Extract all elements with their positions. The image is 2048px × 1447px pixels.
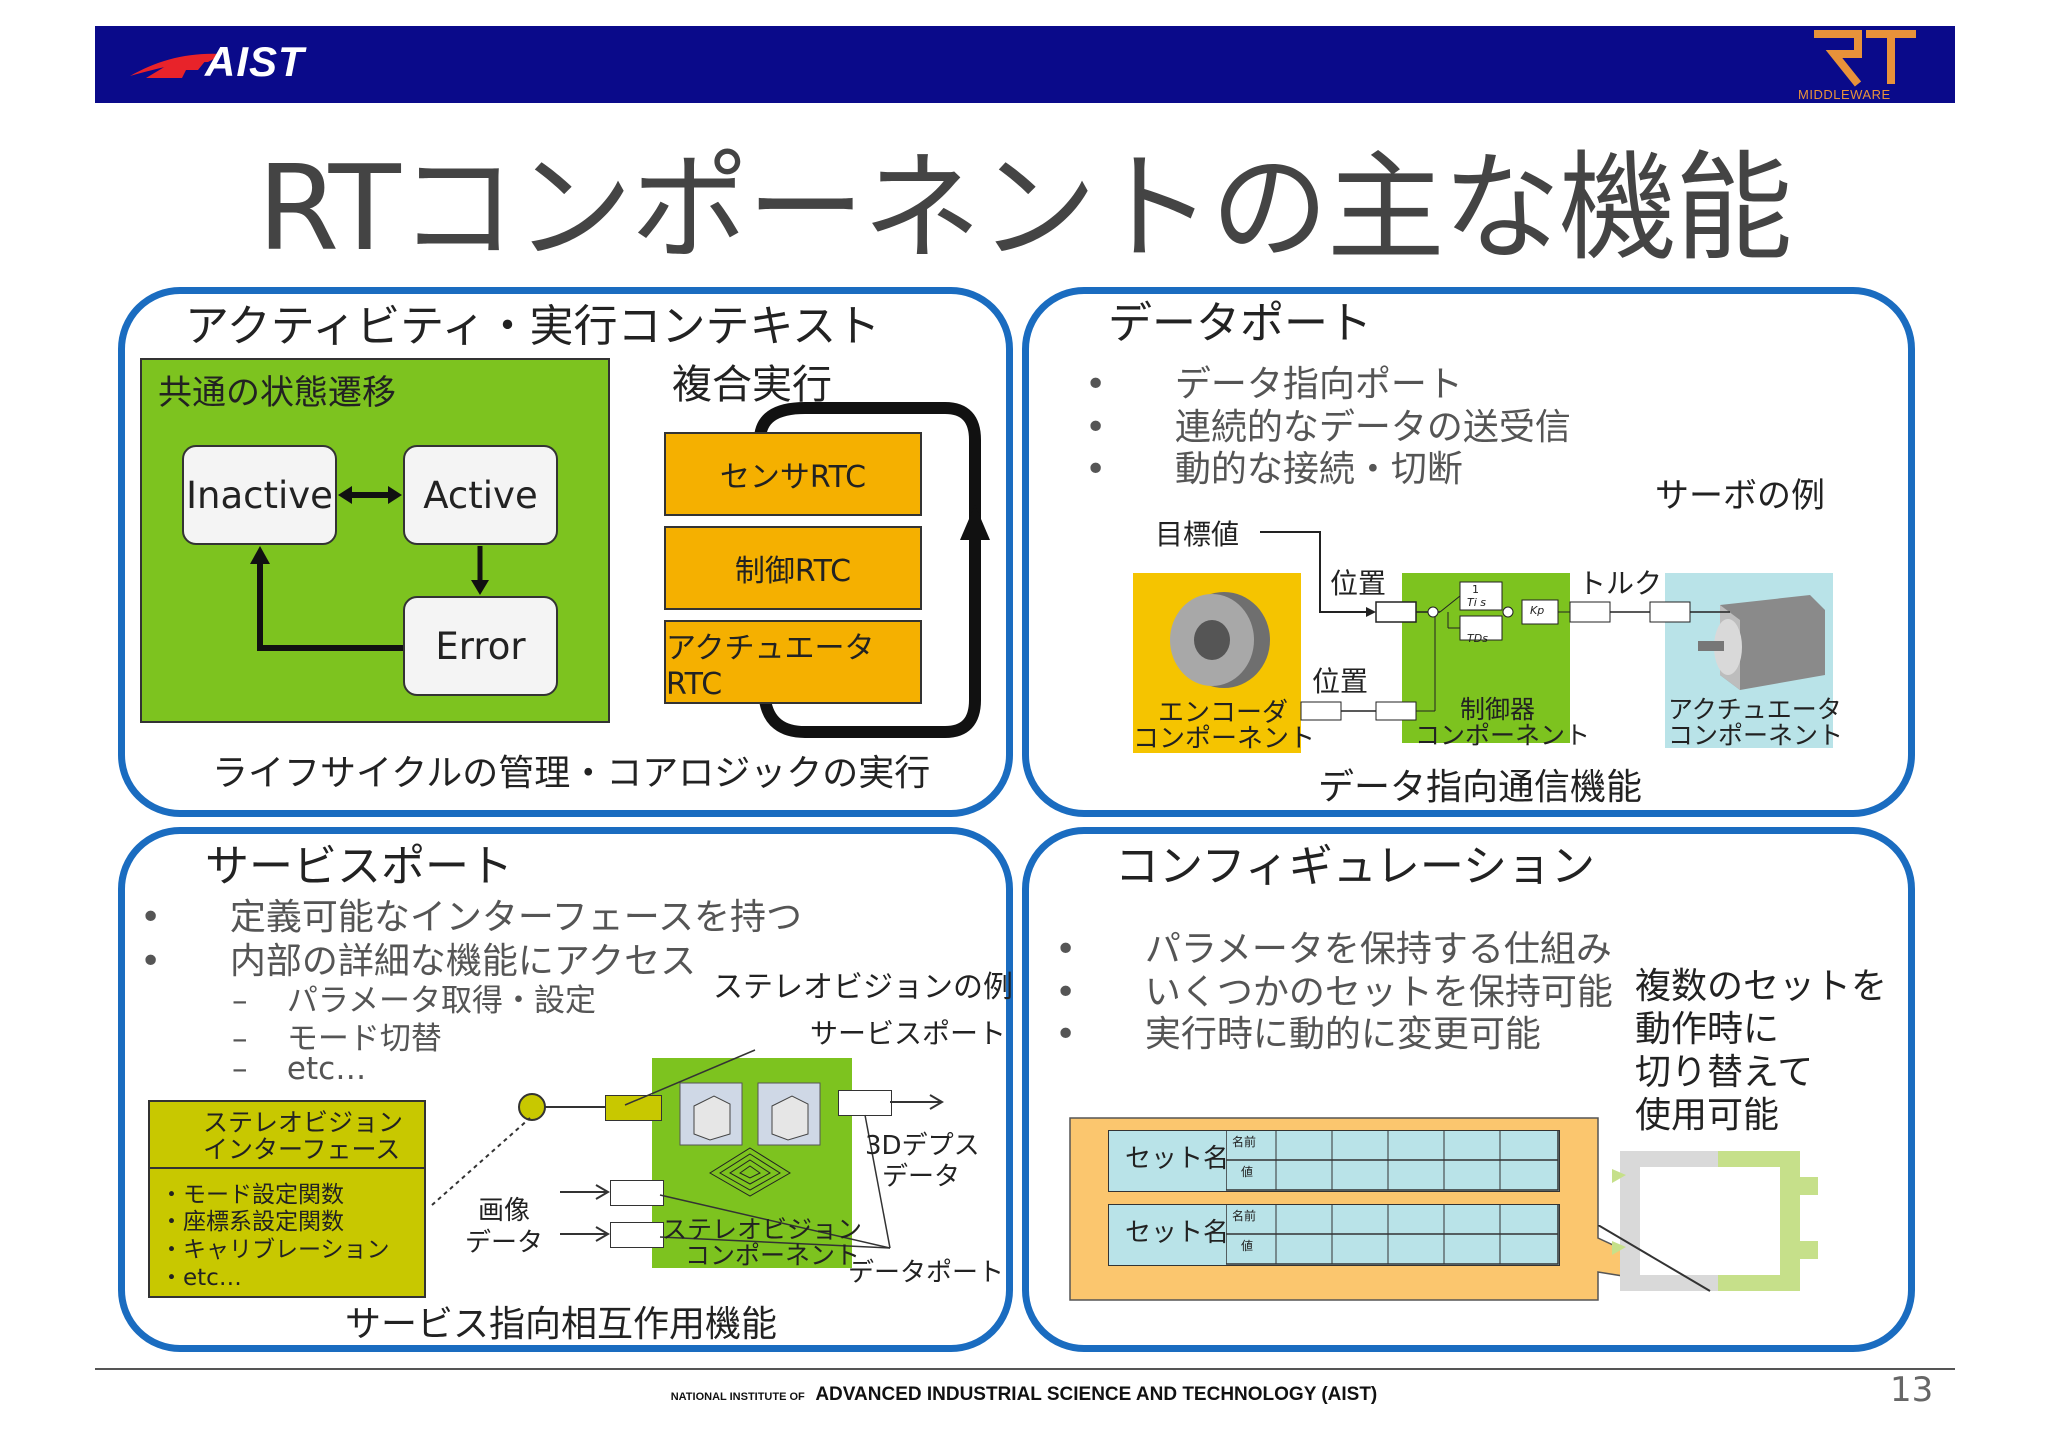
sensor-rtc-box: センサRTC	[664, 432, 922, 516]
config-set-1-value-label: 値	[1241, 1165, 1254, 1179]
data-port-label: データポート	[848, 1258, 1005, 1288]
page-title: RTコンポーネントの主な機能	[257, 139, 1792, 277]
stereo-camera-icon	[679, 1082, 821, 1197]
aist-logo-icon	[130, 53, 223, 78]
composite-loop-arrow	[754, 402, 990, 738]
composite-execution-label: 複合実行	[672, 362, 832, 408]
actuator-label-2: コンポーネント	[1668, 721, 1844, 750]
config-set-2-label: セット名	[1125, 1218, 1230, 1248]
actuator-label-1: アクチュエータ	[1668, 695, 1842, 724]
state-inactive: Inactive	[182, 445, 337, 545]
config-set-1-name-label: 名前	[1232, 1135, 1257, 1149]
ctrl-tds-label: TDs	[1467, 632, 1488, 645]
depth-data-label-2: データ	[882, 1162, 961, 1192]
config-bullet-2: • いくつかのセットを保持可能	[1055, 972, 1613, 1013]
interface-item-1: ・モード設定関数	[160, 1182, 344, 1208]
servo-example-label: サーボの例	[1655, 476, 1825, 516]
state-active: Active	[403, 445, 558, 545]
servo-wiring-diagram	[1260, 531, 1730, 721]
footer-prefix: NATIONAL INSTITUTE OF	[670, 1391, 805, 1403]
footer-divider	[95, 1368, 1955, 1370]
dataport-bullet-3: • 動的な接続・切断	[1085, 449, 1463, 490]
interface-item-2: ・座標系設定関数	[160, 1209, 344, 1235]
config-set-2-grid	[1226, 1204, 1559, 1265]
image-data-label-1: 画像	[478, 1196, 531, 1226]
ctrl-kp-label: Kp	[1530, 604, 1545, 617]
stereo-component-label-2: コンポーネント	[685, 1241, 861, 1270]
controller-label-1: 制御器	[1460, 695, 1536, 724]
torque-label: トルク	[1578, 567, 1663, 600]
config-set-1-label: セット名	[1125, 1144, 1230, 1174]
service-subbullet-1: – パラメータ取得・設定	[232, 983, 596, 1019]
configuration-panel-title: コンフィギュレーション	[1115, 841, 1596, 892]
stereo-component-label-1: ステレオビジョン	[662, 1215, 863, 1244]
dataport-caption: データ指向通信機能	[1318, 767, 1643, 808]
encoder-image-icon	[1170, 592, 1270, 688]
stereo-example-label: ステレオビジョンの例	[713, 970, 1013, 1005]
serviceport-panel-title: サービスポート	[205, 841, 513, 892]
rt-middleware-logo-icon	[1814, 30, 1916, 87]
service-subbullet-2: – モード切替	[232, 1021, 442, 1057]
service-port-provider	[605, 1095, 662, 1121]
config-bullet-3: • 実行時に動的に変更可能	[1055, 1014, 1541, 1055]
motor-image-icon	[1698, 595, 1825, 690]
target-value-label: 目標値	[1155, 518, 1240, 551]
dataport-bullet-2: • 連続的なデータの送受信	[1085, 407, 1571, 448]
service-caption: サービス指向相互作用機能	[345, 1304, 778, 1345]
footer-institute: NATIONAL INSTITUTE OF ADVANCED INDUSTRIA…	[0, 1384, 2048, 1406]
interface-title-1: ステレオビジョン	[203, 1108, 404, 1137]
state-transition-arrows	[250, 486, 489, 651]
interface-item-3: ・キャリブレーション	[160, 1237, 390, 1263]
position-label-2: 位置	[1312, 665, 1369, 698]
aist-logo-text: AIST	[205, 38, 305, 85]
common-state-label: 共通の状態遷移	[158, 373, 396, 413]
image-input-port-2	[610, 1222, 664, 1248]
encoder-label-1: エンコーダ	[1158, 698, 1289, 728]
interface-title-2: インターフェース	[203, 1135, 401, 1164]
position-label-1: 位置	[1330, 567, 1387, 600]
activity-panel-title: アクティビティ・実行コンテキスト	[185, 301, 881, 352]
interface-item-4: ・etc…	[160, 1265, 242, 1291]
state-error: Error	[403, 596, 558, 696]
config-note-2: 動作時に	[1635, 1009, 1780, 1050]
service-bullet-2: • 内部の詳細な機能にアクセス	[140, 941, 697, 982]
header-bar	[95, 26, 1955, 103]
stereo-interface-box	[148, 1100, 426, 1298]
config-set-2-name-label: 名前	[1232, 1209, 1257, 1223]
controller-label-2: コンポーネント	[1415, 721, 1591, 750]
config-pointer-line	[1598, 1225, 1711, 1292]
image-input-port-1	[610, 1180, 664, 1206]
activity-caption: ライフサイクルの管理・コアロジックの実行	[212, 753, 931, 794]
ctrl-one-label: 1	[1472, 583, 1479, 596]
control-rtc-box: 制御RTC	[664, 526, 922, 610]
actuator-rtc-box: アクチュエータRTC	[664, 620, 922, 704]
config-set-1-grid	[1226, 1130, 1559, 1191]
service-port-label: サービスポート	[810, 1017, 1007, 1050]
config-bullet-1: • パラメータを保持する仕組み	[1055, 929, 1612, 970]
rt-middleware-subtitle: MIDDLEWARE	[1798, 87, 1891, 102]
image-data-label-2: データ	[465, 1228, 544, 1258]
config-set-2	[1108, 1204, 1560, 1266]
service-bullet-1: • 定義可能なインターフェースを持つ	[140, 897, 802, 938]
config-set-2-value-label: 値	[1241, 1239, 1254, 1253]
encoder-label-2: コンポーネント	[1133, 724, 1316, 754]
service-subbullet-3: – etc…	[232, 1051, 367, 1087]
service-wiring-diagram	[431, 1049, 944, 1249]
dataport-bullet-1: • データ指向ポート	[1085, 364, 1463, 405]
config-note-4: 使用可能	[1635, 1095, 1780, 1136]
config-note-1: 複数のセットを	[1635, 966, 1888, 1007]
footer-main: ADVANCED INDUSTRIAL SCIENCE AND TECHNOLO…	[815, 1384, 1378, 1405]
dataport-panel-title: データポート	[1108, 298, 1372, 349]
ctrl-ti-s-label: Ti s	[1467, 596, 1487, 609]
page-number: 13	[1890, 1370, 1934, 1410]
config-note-3: 切り替えて	[1635, 1052, 1814, 1093]
stereo-interface-divider	[148, 1167, 426, 1169]
depth-data-label-1: 3Dデプス	[865, 1131, 980, 1161]
